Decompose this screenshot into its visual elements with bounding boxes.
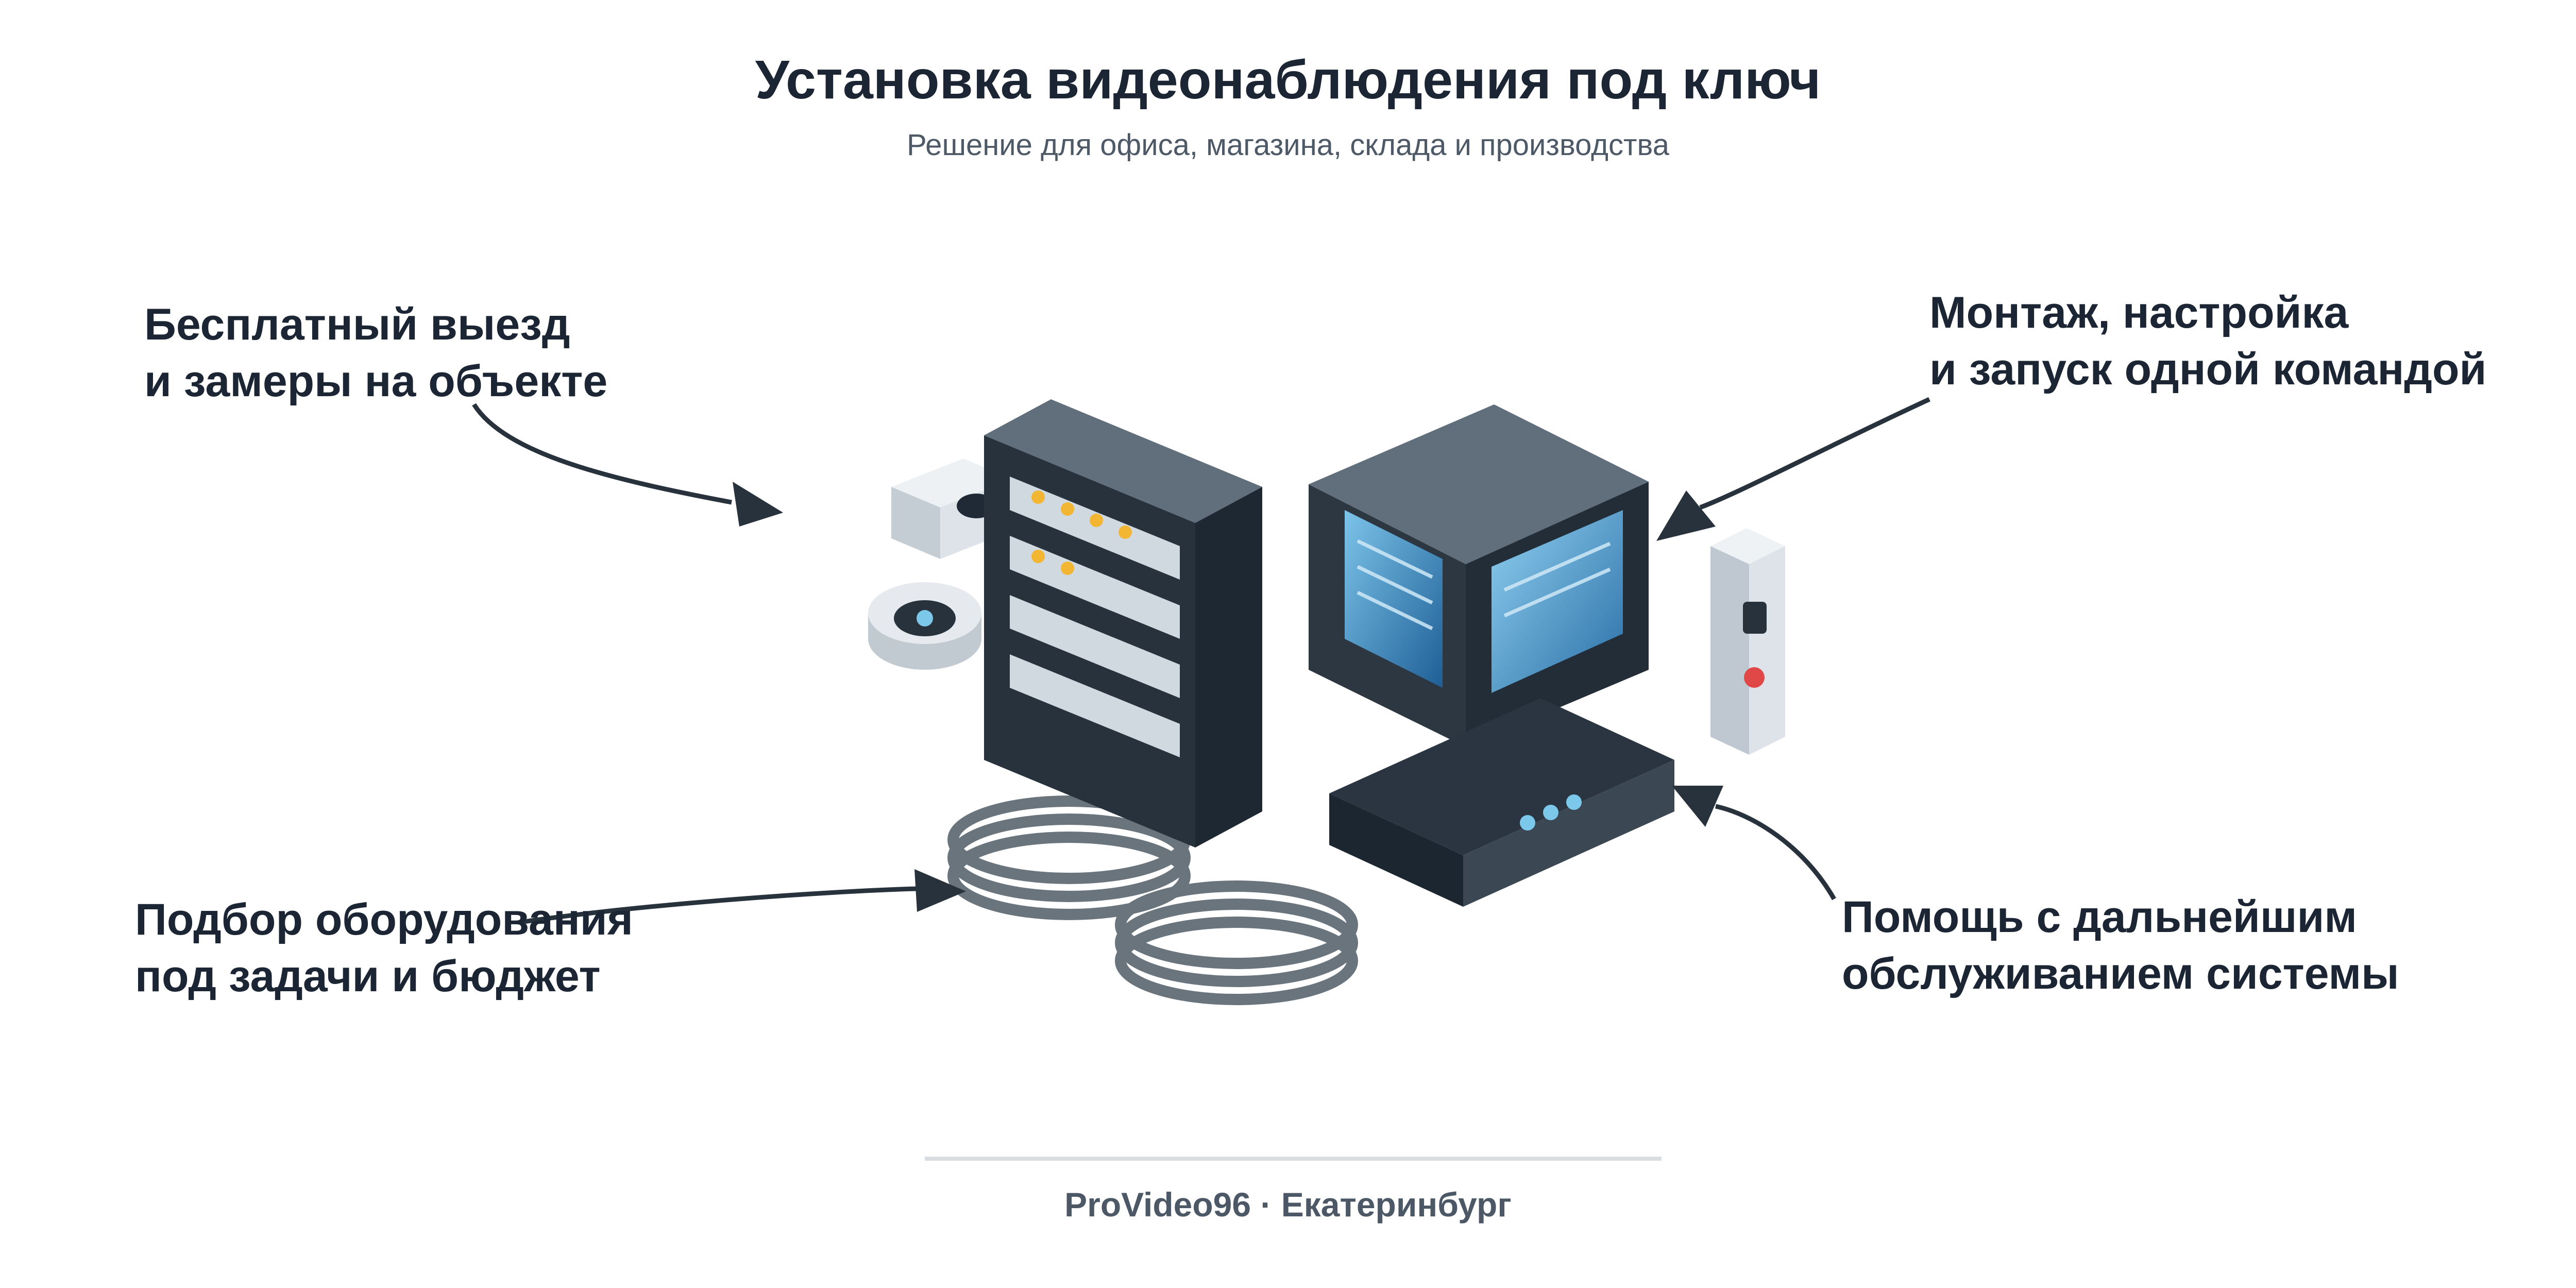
page-subtitle: Решение для офиса, магазина, склада и пр… [907, 128, 1669, 162]
arrow-icon [520, 869, 966, 925]
arrow-icon [472, 403, 783, 527]
callout-installation: Монтаж, настройка и запуск одной командо… [1929, 284, 2486, 398]
callout-free-visit: Бесплатный выезд и замеры на объекте [144, 296, 607, 410]
callout-line: Помощь с дальнейшим [1842, 892, 2358, 942]
callout-line: и замеры на объекте [144, 357, 608, 406]
footer-divider [925, 1157, 1662, 1161]
server-rack-icon [984, 399, 1262, 848]
arrow-icon [1656, 397, 1930, 541]
control-panel-icon [1710, 528, 1785, 755]
callout-line: Подбор оборудования [135, 895, 633, 944]
callout-line: обслуживанием системы [1842, 949, 2399, 998]
callout-maintenance: Помощь с дальнейшим обслуживанием систем… [1842, 889, 2399, 1002]
arrow-icon [1672, 786, 1836, 901]
footer-brand: ProVideo96 · Екатеринбург [1064, 1185, 1512, 1224]
page-title: Установка видеонаблюдения под ключ [755, 49, 1821, 110]
callout-equipment-selection: Подбор оборудования под задачи и бюджет [135, 891, 633, 1005]
recorder-box-icon [1329, 698, 1674, 907]
callout-line: и запуск одной командой [1929, 345, 2487, 394]
callout-line: Бесплатный выезд [144, 300, 570, 349]
monitor-icon [1309, 404, 1649, 747]
callout-line: Монтаж, настройка [1929, 288, 2349, 337]
cable-coil-icon [1115, 880, 1358, 1005]
callout-line: под задачи и бюджет [135, 952, 601, 1001]
box-camera-icon [891, 459, 1012, 559]
dome-camera-icon [868, 582, 981, 670]
